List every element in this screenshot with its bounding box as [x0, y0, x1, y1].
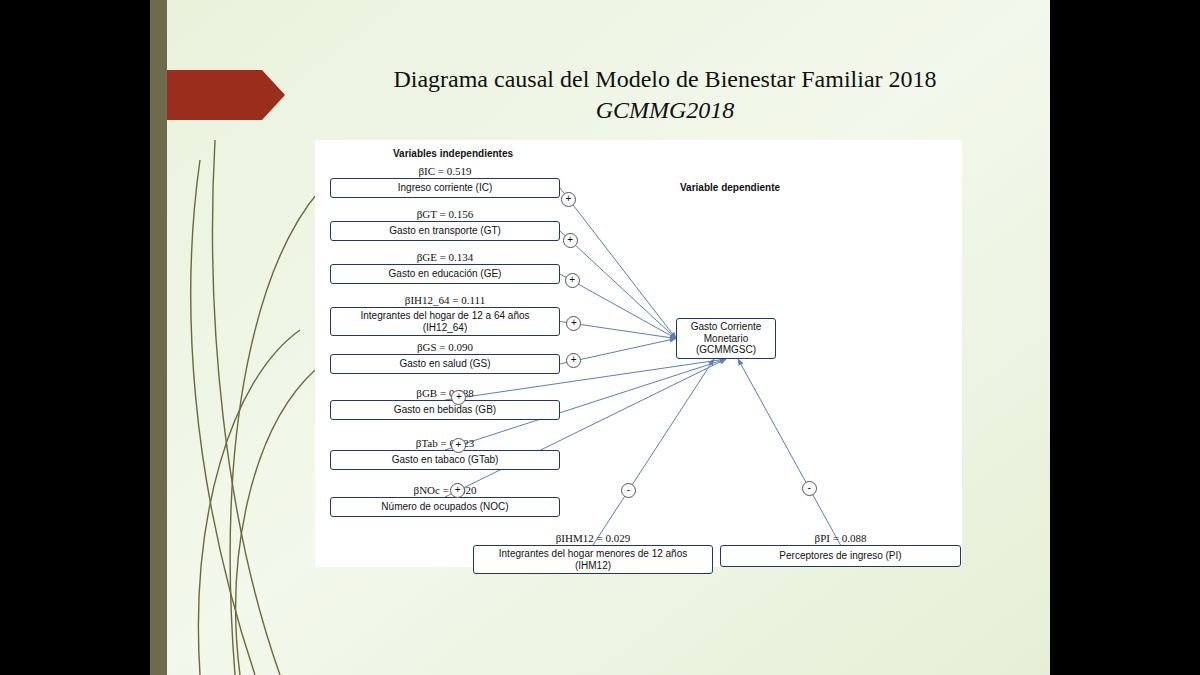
coefficient-label: βGB = 0.088: [330, 387, 560, 399]
sign-marker: +: [563, 233, 578, 248]
deco-curves: [191, 140, 320, 675]
variable-name: Perceptores de ingreso (PI): [779, 550, 901, 562]
variable-name: Gasto Corriente Monetario (GCMMGSC): [685, 321, 767, 356]
slide-title: Diagrama causal del Modelo de Bienestar …: [330, 66, 1000, 93]
variable-node: βIC = 0.519Ingreso corriente (IC): [330, 178, 560, 198]
variable-name: Gasto en tabaco (GTab): [392, 454, 499, 466]
variable-node: βPI = 0.088Perceptores de ingreso (PI): [720, 545, 961, 567]
variable-box: Número de ocupados (NOC): [330, 497, 560, 517]
variable-name: Gasto en educación (GE): [389, 268, 502, 280]
variable-name: Número de ocupados (NOC): [381, 501, 508, 513]
arrow-tab: [167, 70, 285, 120]
coefficient-label: βGS = 0.090: [330, 341, 560, 353]
causal-arrow: [560, 231, 676, 339]
variable-box: Integrantes del hogar menores de 12 años…: [473, 545, 713, 574]
variable-node: βTab = 0.023Gasto en tabaco (GTab): [330, 450, 560, 470]
causal-arrow: [593, 359, 714, 545]
variable-node: βGT = 0.156Gasto en transporte (GT): [330, 221, 560, 241]
variable-node: βGB = 0.088Gasto en bebidas (GB): [330, 400, 560, 420]
coefficient-label: βNOc = 0.020: [330, 484, 560, 496]
coefficient-label: βIH12_64 = 0.111: [330, 294, 560, 306]
panel-heading: Variables independientes: [393, 148, 513, 159]
causal-arrow: [560, 188, 676, 339]
coefficient-label: βGT = 0.156: [330, 208, 560, 220]
variable-box: Integrantes del hogar de 12 a 64 años (I…: [330, 307, 560, 336]
side-bar: [150, 0, 167, 675]
variable-name: Ingreso corriente (IC): [398, 182, 492, 194]
causal-arrow: [560, 274, 676, 339]
variable-box: Perceptores de ingreso (PI): [720, 545, 961, 567]
sign-marker: +: [561, 192, 576, 207]
variable-name: Gasto en salud (GS): [399, 358, 490, 370]
variable-box: Gasto en transporte (GT): [330, 221, 560, 241]
variable-name: Integrantes del hogar de 12 a 64 años (I…: [339, 310, 551, 333]
title-subtitle: GCMMG2018: [330, 97, 1000, 124]
variable-node: Gasto Corriente Monetario (GCMMGSC): [676, 318, 776, 359]
variable-box: Ingreso corriente (IC): [330, 178, 560, 198]
variable-node: βIHM12 = 0.029Integrantes del hogar meno…: [473, 545, 713, 574]
panel-heading: Variable dependiente: [680, 182, 780, 193]
variable-name: Gasto en bebidas (GB): [394, 404, 496, 416]
variable-node: βIH12_64 = 0.111Integrantes del hogar de…: [330, 307, 560, 336]
sign-marker: -: [802, 481, 817, 496]
variable-box: Gasto en tabaco (GTab): [330, 450, 560, 470]
sign-marker: +: [451, 438, 466, 453]
variable-node: βGS = 0.090Gasto en salud (GS): [330, 354, 560, 374]
sign-marker: -: [621, 483, 636, 498]
variable-box: Gasto en bebidas (GB): [330, 400, 560, 420]
variable-box: Gasto en educación (GE): [330, 264, 560, 284]
variable-node: βGE = 0.134Gasto en educación (GE): [330, 264, 560, 284]
causal-arrow: [738, 359, 841, 545]
variable-node: βNOc = 0.020Número de ocupados (NOC): [330, 497, 560, 517]
variable-box: Gasto Corriente Monetario (GCMMGSC): [676, 318, 776, 359]
coefficient-label: βPI = 0.088: [720, 532, 961, 544]
variable-name: Gasto en transporte (GT): [389, 225, 501, 237]
variable-name: Integrantes del hogar menores de 12 años…: [482, 548, 704, 571]
coefficient-label: βTab = 0.023: [330, 437, 560, 449]
coefficient-label: βGE = 0.134: [330, 251, 560, 263]
sign-marker: +: [565, 273, 580, 288]
causal-arrow: [445, 359, 726, 497]
coefficient-label: βIC = 0.519: [330, 165, 560, 177]
slide-ground: [150, 0, 1050, 675]
coefficient-label: βIHM12 = 0.029: [473, 532, 713, 544]
variable-box: Gasto en salud (GS): [330, 354, 560, 374]
